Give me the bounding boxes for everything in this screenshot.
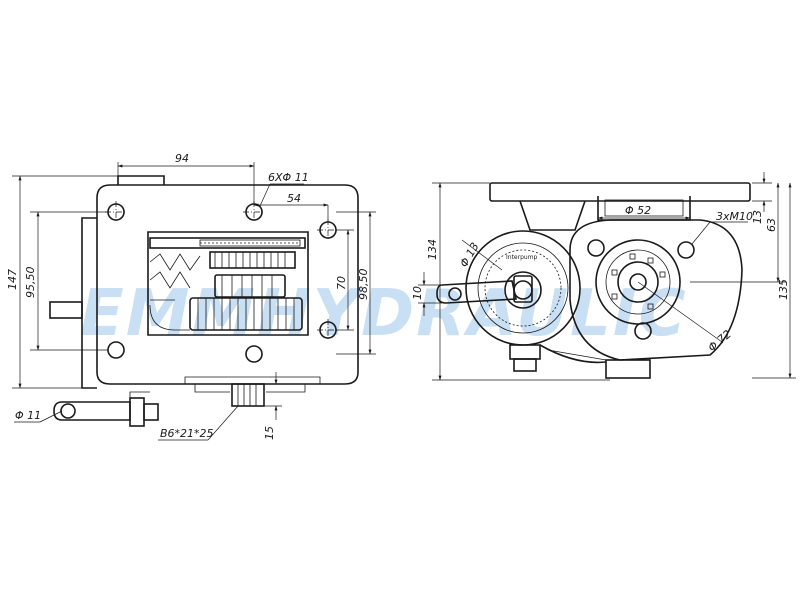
dim-15: 15 <box>263 426 276 440</box>
input-shaft-stub <box>49 301 83 319</box>
front-view <box>49 175 359 427</box>
side-dimensions: Φ 52 3xM10 13 63 135 134 Φ 13 10 <box>411 172 796 381</box>
front-dimensions: 94 6XΦ 11 54 147 95,50 70 98,50 Φ 11 <box>6 152 376 441</box>
dim-54: 54 <box>287 192 301 205</box>
thread-hole <box>587 239 605 257</box>
dim-72: Φ 72 <box>706 328 734 355</box>
thread-hole <box>677 241 695 259</box>
dim-11: Φ 11 <box>15 409 41 422</box>
dim-13-phi: Φ 13 <box>457 240 481 269</box>
shift-lever <box>53 401 131 421</box>
dim-70: 70 <box>335 276 348 290</box>
dim-135: 135 <box>777 279 790 300</box>
thread-hole <box>634 322 652 340</box>
front-flange-plate <box>96 184 359 385</box>
interpump-badge: Interpump <box>506 254 538 261</box>
output-spline <box>231 383 265 407</box>
dim-10: 10 <box>411 286 424 300</box>
dim-134: 134 <box>426 239 439 260</box>
dim-holes: 6XΦ 11 <box>268 171 309 184</box>
dim-63: 63 <box>765 218 778 232</box>
top-flange <box>489 182 751 202</box>
dim-13: 13 <box>751 210 764 224</box>
side-view: Interpump <box>436 182 751 379</box>
dim-52: Φ 52 <box>625 204 651 217</box>
dim-threads: 3xM10 <box>716 210 753 223</box>
dim-94: 94 <box>175 152 189 165</box>
mount-hole <box>245 345 263 363</box>
dim-147: 147 <box>6 269 19 290</box>
dim-spline: B6*21*25 <box>160 427 214 440</box>
dim-98-50: 98,50 <box>357 269 370 301</box>
spring <box>149 253 201 271</box>
gear-window <box>147 231 309 336</box>
dim-95-50: 95,50 <box>24 267 37 299</box>
